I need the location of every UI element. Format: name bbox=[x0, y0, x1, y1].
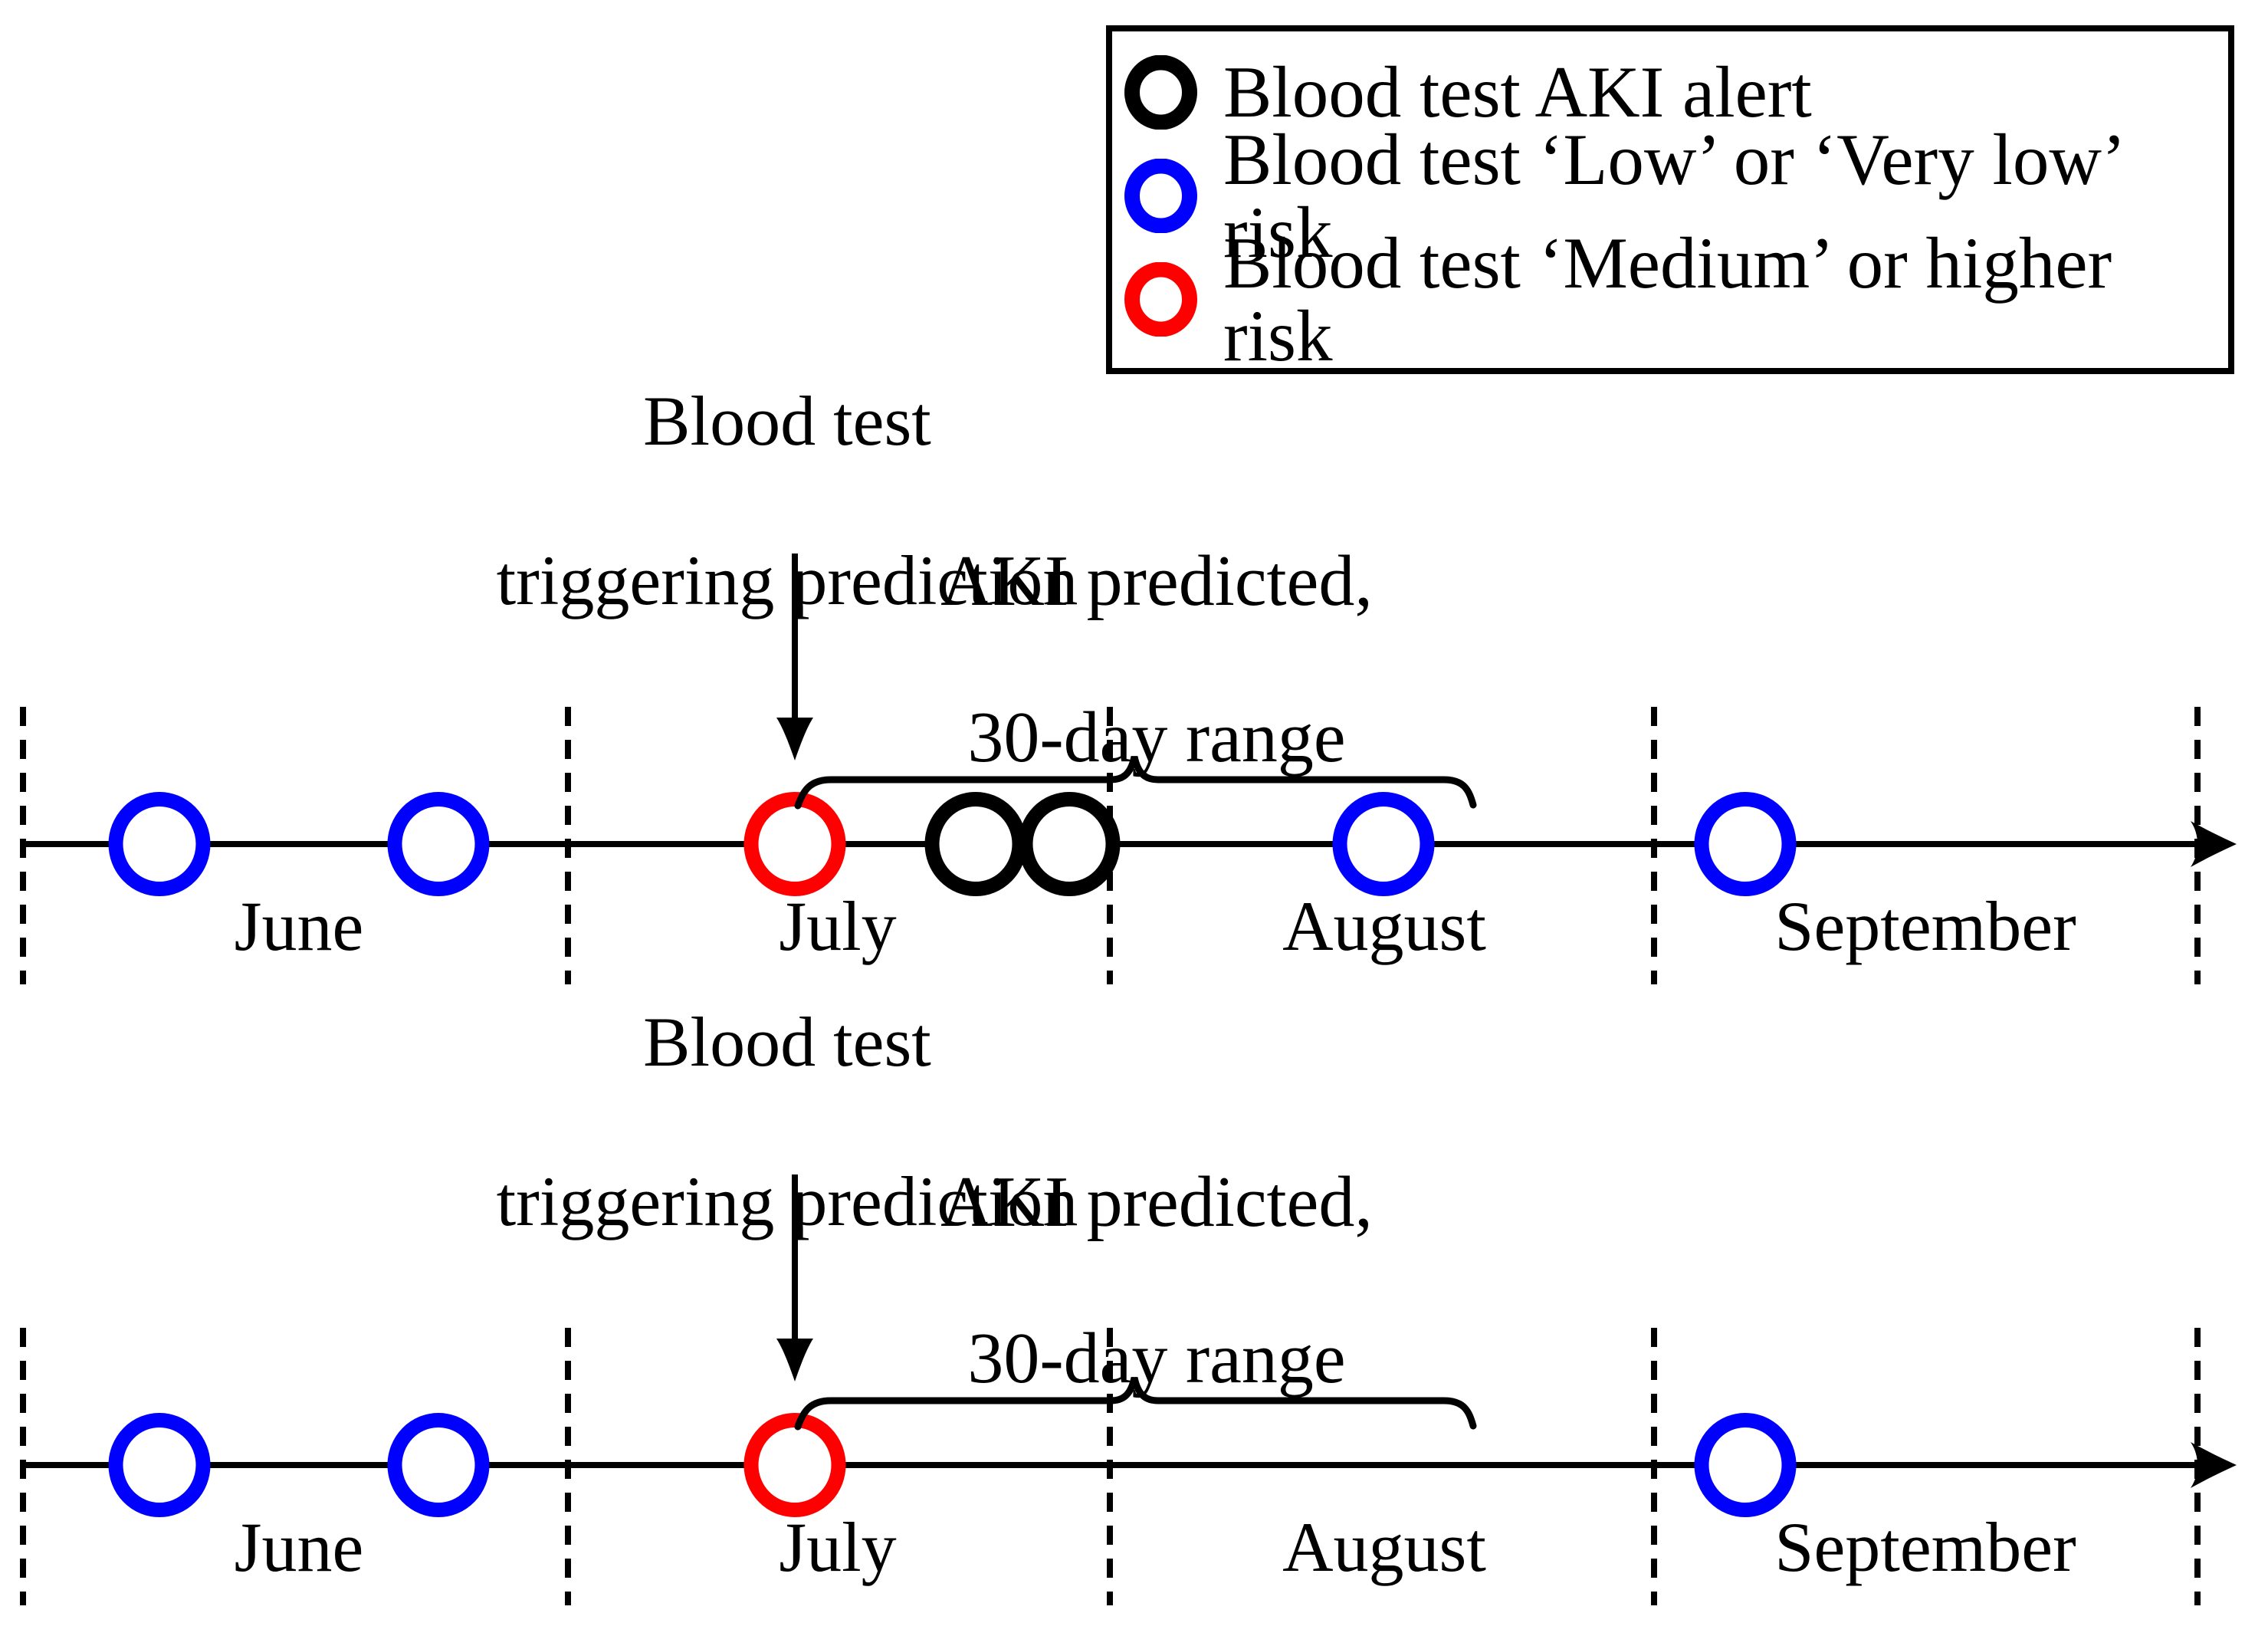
overlay-section-2 bbox=[776, 1174, 2237, 1488]
month-label-september: September bbox=[1774, 887, 2076, 965]
trigger-annotation-1: Blood test triggering prediction bbox=[404, 381, 1170, 620]
prediction-annotation-line1: AKI predicted, bbox=[940, 1162, 1373, 1242]
legend-item-label: Blood test ‘Medium’ or higher risk bbox=[1223, 222, 2112, 376]
blue-circle-icon bbox=[1124, 159, 1197, 233]
legend-item-medium-risk: Blood test ‘Medium’ or higher risk bbox=[1112, 226, 2228, 372]
prediction-range-brace bbox=[794, 1376, 1477, 1431]
month-label-july: July bbox=[779, 1508, 897, 1586]
month-label-july: July bbox=[779, 887, 897, 965]
trigger-annotation-line1: Blood test bbox=[643, 382, 931, 460]
legend-item-label: Blood test AKI alert bbox=[1223, 51, 1812, 133]
legend: Blood test AKI alert Blood test ‘Low’ or… bbox=[1106, 25, 2234, 374]
trigger-arrowhead-icon bbox=[776, 1339, 813, 1381]
prediction-annotation-line1: AKI predicted, bbox=[940, 541, 1373, 621]
trigger-annotation-2: Blood test triggering prediction bbox=[404, 1002, 1170, 1241]
prediction-annotation-2: AKI predicted, 30-day range bbox=[812, 1163, 1502, 1398]
blood-test-marker-alert bbox=[1018, 792, 1121, 896]
trigger-annotation-line1: Blood test bbox=[643, 1003, 931, 1081]
blood-test-marker-alert bbox=[924, 792, 1027, 896]
legend-item-aki-alert: Blood test AKI alert bbox=[1112, 41, 2228, 144]
axis-arrowhead-icon bbox=[2191, 1442, 2237, 1488]
blood-test-marker-low bbox=[1694, 792, 1797, 896]
blood-test-marker-low bbox=[108, 792, 211, 896]
blood-test-marker-low bbox=[387, 792, 490, 896]
legend-item-low-risk: Blood test ‘Low’ or ‘Very low’ risk bbox=[1112, 123, 2228, 268]
prediction-annotation-line2: 30-day range bbox=[967, 1319, 1346, 1398]
legend-item-label: Blood test ‘Low’ or ‘Very low’ risk bbox=[1223, 118, 2121, 273]
trigger-annotation-line2: triggering prediction bbox=[496, 1162, 1078, 1240]
blood-test-markers-layer bbox=[108, 792, 1797, 1517]
blood-test-marker-medium bbox=[743, 1413, 846, 1517]
month-label-september: September bbox=[1774, 1508, 2076, 1586]
timeline-section-2 bbox=[20, 1328, 2203, 1605]
blood-test-marker-medium bbox=[743, 792, 846, 896]
month-label-august: August bbox=[1282, 1508, 1486, 1586]
blood-test-marker-low bbox=[1332, 792, 1435, 896]
month-label-august: August bbox=[1282, 887, 1486, 965]
axis-arrowhead-icon bbox=[2191, 821, 2237, 867]
overlay-section-1 bbox=[776, 554, 2237, 867]
prediction-range-brace bbox=[794, 755, 1477, 810]
red-circle-icon bbox=[1124, 262, 1197, 337]
trigger-arrowhead-icon bbox=[776, 718, 813, 761]
blood-test-marker-low bbox=[1694, 1413, 1797, 1517]
blood-test-marker-low bbox=[387, 1413, 490, 1517]
prediction-annotation-line2: 30-day range bbox=[967, 698, 1346, 777]
blood-test-marker-low bbox=[108, 1413, 211, 1517]
trigger-annotation-line2: triggering prediction bbox=[496, 541, 1078, 619]
black-circle-icon bbox=[1124, 55, 1197, 130]
month-label-june: June bbox=[234, 887, 364, 965]
month-label-june: June bbox=[234, 1508, 364, 1586]
prediction-annotation-1: AKI predicted, 30-day range bbox=[812, 542, 1502, 777]
